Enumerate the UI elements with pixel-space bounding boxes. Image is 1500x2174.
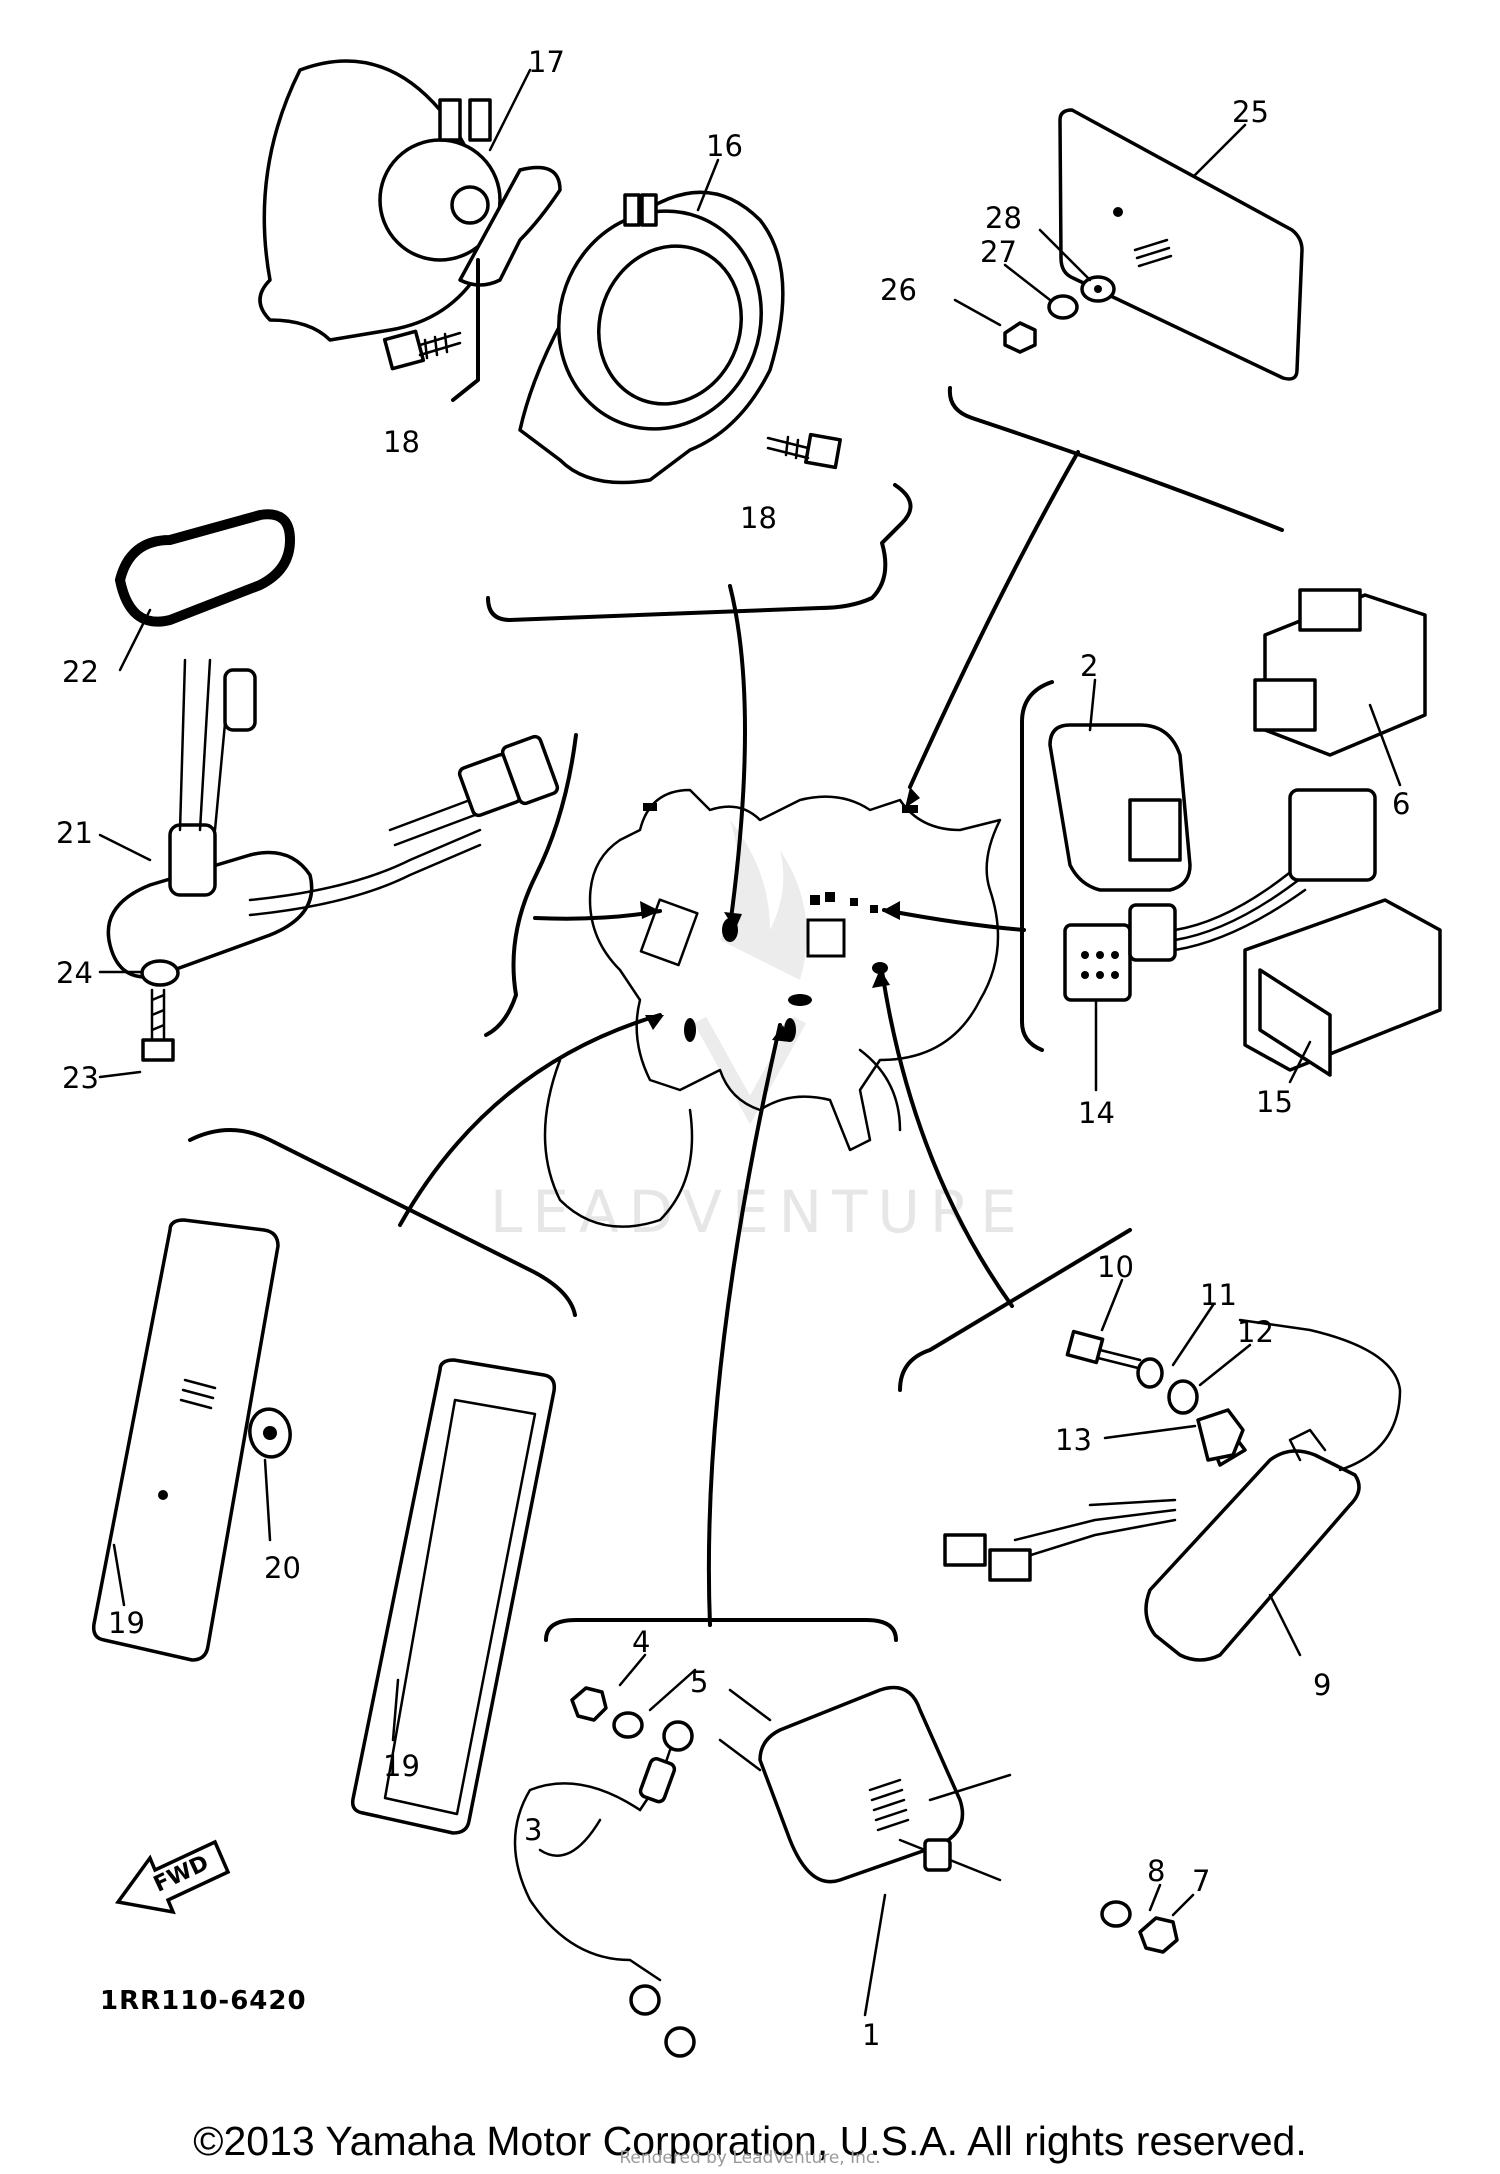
- group-brackets: [188, 386, 1284, 1642]
- battery-lead-3: [513, 1720, 696, 2058]
- washer-11: [1136, 1357, 1164, 1389]
- callout-5: 5: [690, 1665, 708, 1699]
- callout-2: 2: [1080, 649, 1098, 683]
- callout-19-left: 19: [108, 1606, 145, 1640]
- callout-18-upper: 18: [383, 425, 420, 459]
- reflector-19-left: [91, 1218, 280, 1662]
- callout-7: 7: [1192, 1864, 1210, 1898]
- horn-16: [518, 190, 785, 485]
- nut-4: [570, 1686, 608, 1722]
- callout-26: 26: [880, 273, 917, 307]
- rectifier-9: [943, 1318, 1402, 1662]
- washer-28: [1080, 275, 1116, 303]
- callout-24: 24: [56, 956, 93, 990]
- callout-13: 13: [1055, 1423, 1092, 1457]
- nut-20: [248, 1407, 292, 1459]
- control-unit-15: [1243, 898, 1442, 1077]
- callout-21: 21: [56, 816, 93, 850]
- leadventure-watermark: LEADVENTURE: [490, 820, 1027, 1246]
- callout-8: 8: [1147, 1854, 1165, 1888]
- callout-labels: 17 16 25 28 27 26 18 18 22 21 24 23 2 6 …: [56, 45, 1410, 2052]
- washer-8: [1100, 1900, 1132, 1928]
- drawing-code: 1RR110-6420: [100, 1986, 307, 2016]
- callout-23: 23: [62, 1061, 99, 1095]
- callout-28: 28: [985, 201, 1022, 235]
- callout-4: 4: [632, 1625, 650, 1659]
- screw-23: [141, 988, 175, 1062]
- washer-24: [140, 959, 180, 987]
- leader-lines: [398, 450, 1080, 1627]
- bracket-13: [1196, 1408, 1245, 1462]
- rendered-by-note: Rendered by LeadVenture, Inc.: [619, 2148, 881, 2168]
- callout-1: 1: [862, 2018, 880, 2052]
- collar-12: [1167, 1379, 1199, 1415]
- callout-17: 17: [528, 45, 565, 79]
- bolt-18-lower: [766, 432, 842, 470]
- callout-27: 27: [980, 235, 1017, 269]
- callout-10: 10: [1097, 1250, 1134, 1284]
- washer-5: [612, 1711, 644, 1739]
- callout-14: 14: [1078, 1096, 1115, 1130]
- nut-7: [1138, 1916, 1179, 1954]
- gasket-22: [114, 509, 296, 627]
- horn-17: [258, 59, 562, 402]
- bolt-10: [1065, 1329, 1142, 1370]
- fuel-sender-21: [106, 658, 560, 979]
- fwd-arrow-icon: FWD: [114, 1839, 231, 1915]
- callout-3: 3: [524, 1813, 542, 1847]
- callout-15: 15: [1256, 1085, 1293, 1119]
- washer-27: [1047, 294, 1079, 320]
- callout-22: 22: [62, 655, 99, 689]
- bolt-18-upper: [382, 329, 462, 371]
- callout-6: 6: [1392, 787, 1410, 821]
- copyright-notice: ©2013 Yamaha Motor Corporation, U.S.A. A…: [193, 2118, 1307, 2164]
- harness-connector-14: [1063, 788, 1377, 1002]
- reflector-19-right: [350, 1358, 557, 1835]
- callout-18-lower: 18: [740, 501, 777, 535]
- watermark-text: LEADVENTURE: [490, 1178, 1027, 1246]
- nut-26: [1003, 321, 1037, 354]
- callout-20: 20: [264, 1551, 301, 1585]
- callout-11: 11: [1200, 1278, 1237, 1312]
- starter-relay-1: [718, 1685, 1012, 1884]
- reflector-25: [1058, 108, 1304, 381]
- control-unit-6: [1253, 588, 1427, 757]
- callout-19-right: 19: [383, 1749, 420, 1783]
- callout-12: 12: [1237, 1315, 1274, 1349]
- callout-25: 25: [1232, 95, 1269, 129]
- callout-leaders: [98, 68, 1402, 2017]
- callout-16: 16: [706, 129, 743, 163]
- relay-2: [1048, 723, 1192, 892]
- callout-9: 9: [1313, 1668, 1331, 1702]
